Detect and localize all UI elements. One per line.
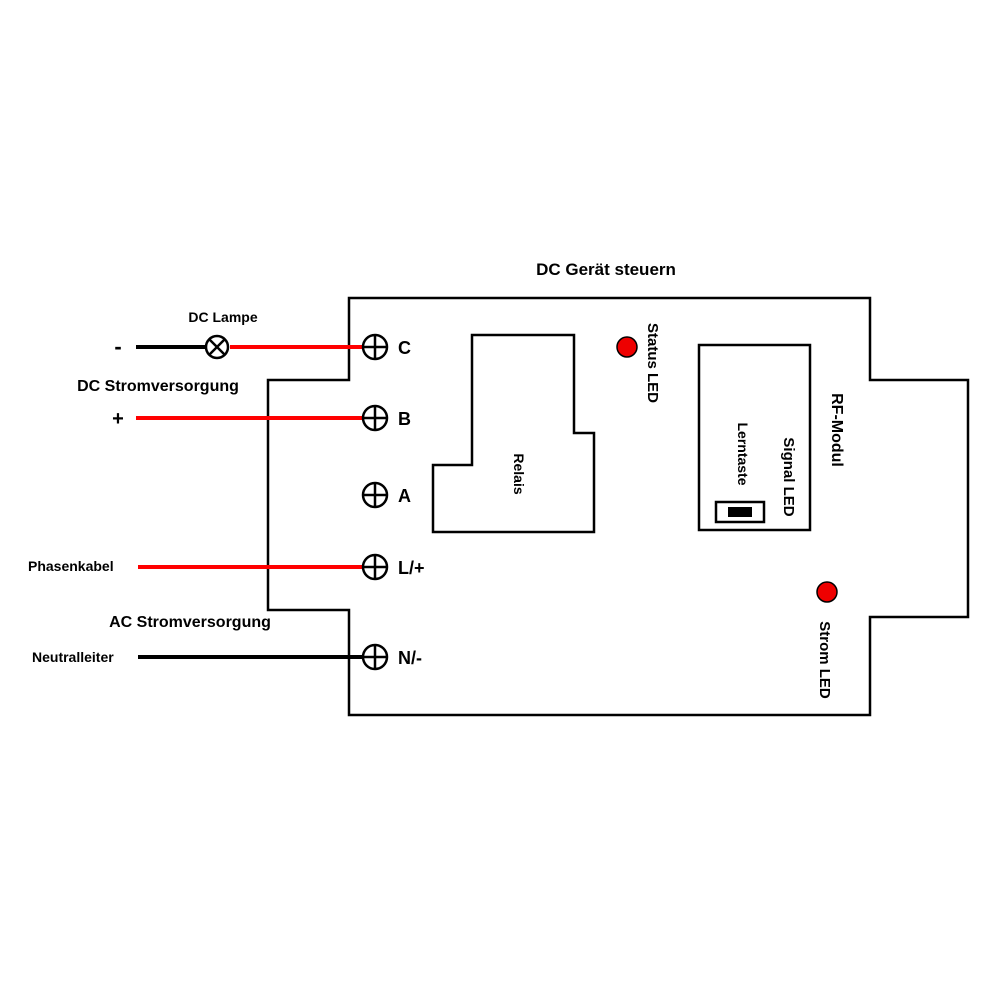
terminal-b-icon: [361, 404, 389, 432]
rf-module-box: [697, 343, 812, 532]
terminal-a-icon: [361, 481, 389, 509]
neutral-label: Neutralleiter: [32, 649, 114, 665]
terminal-n-label: N/-: [398, 648, 422, 668]
terminal-n-icon: [361, 643, 389, 671]
power-led-label: Strom LED: [816, 621, 833, 699]
status-led-icon: [616, 336, 638, 358]
relay-label: Relais: [511, 453, 527, 494]
terminal-l-label: L/+: [398, 558, 425, 578]
power-led-icon: [816, 581, 838, 603]
terminal-c-icon: [361, 333, 389, 361]
status-led-label: Status LED: [644, 323, 661, 403]
signal-led-label: Signal LED: [780, 437, 797, 516]
ac-supply-label: AC Stromversorgung: [109, 614, 271, 631]
dc-minus-sign: -: [114, 334, 121, 359]
dc-lamp-label: DC Lampe: [188, 309, 257, 325]
learn-button-icon: [714, 500, 766, 524]
diagram-title: DC Gerät steuern: [536, 260, 676, 279]
terminal-b-label: B: [398, 409, 411, 429]
terminal-c-label: C: [398, 338, 411, 358]
dc-supply-label: DC Stromversorgung: [77, 378, 239, 395]
terminal-l-icon: [361, 553, 389, 581]
terminal-a-label: A: [398, 486, 411, 506]
relay-block: [431, 333, 596, 534]
phase-label: Phasenkabel: [28, 558, 114, 574]
lamp-icon: [204, 334, 230, 360]
learn-button-label: Lerntaste: [735, 422, 751, 485]
rf-module-label: RF-Modul: [828, 393, 845, 467]
device-housing: [266, 296, 970, 717]
dc-plus-sign: +: [112, 408, 124, 430]
